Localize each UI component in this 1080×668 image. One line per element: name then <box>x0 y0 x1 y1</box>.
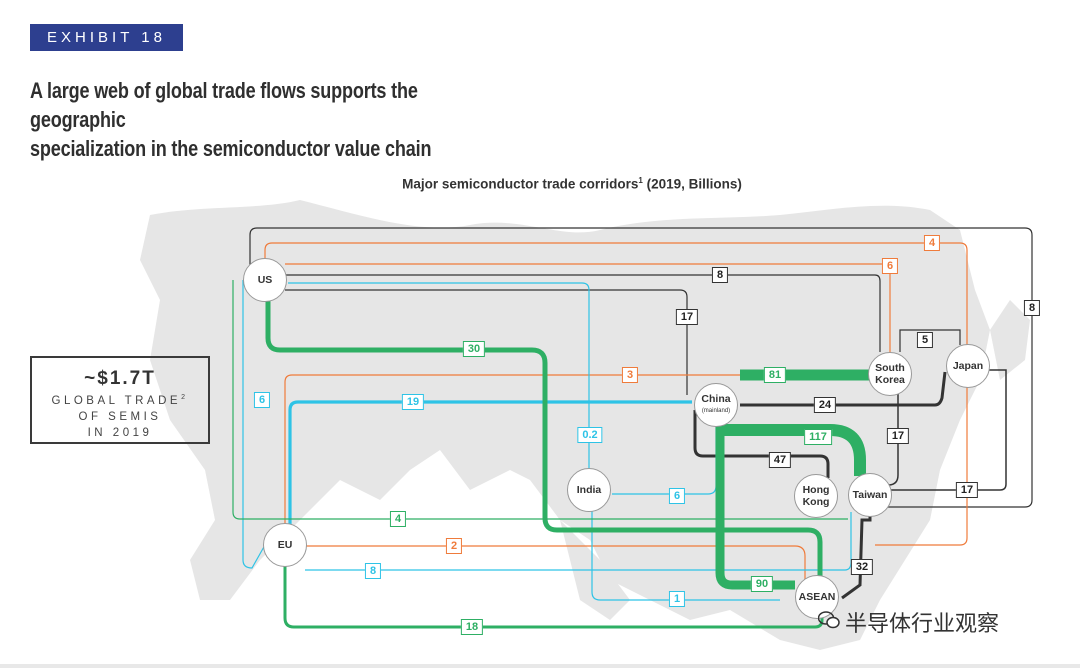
flow-label-eu-sk-orange: 3 <box>621 367 639 383</box>
node-sk-label-2: Korea <box>875 374 905 386</box>
flow-us-japan <box>249 227 1033 508</box>
node-japan-label: Japan <box>952 360 984 372</box>
flow-china-asean <box>715 425 795 590</box>
headline-line-1: A large web of global trade flows suppor… <box>30 78 418 132</box>
flow-label-us-china: 17 <box>675 309 699 325</box>
flow-label-india-china: 6 <box>668 488 686 504</box>
flow-us-asean-cyan <box>591 510 780 601</box>
flow-label-us-japan: 8 <box>1023 300 1041 316</box>
flow-label-us-asean: 30 <box>462 341 486 357</box>
flow-eu-japan-orange <box>264 242 968 546</box>
flow-sk-japan <box>899 329 961 352</box>
subtitle-footnote: 1 <box>638 176 643 185</box>
exhibit-label: EXHIBIT 18 <box>30 24 183 51</box>
node-japan: Japan <box>946 344 990 388</box>
flow-china-hk <box>693 410 830 478</box>
stat-footnote: 2 <box>181 394 189 401</box>
flow-label-eu-china: 19 <box>401 394 425 410</box>
headline-line-2: specialization in the semiconductor valu… <box>30 136 432 161</box>
node-india-label: India <box>576 484 602 496</box>
flow-label-eu-japan-orange: 4 <box>923 235 941 251</box>
flow-label-china-hk: 47 <box>768 452 792 468</box>
global-trade-stat-box: ~$1.7T GLOBAL TRADE2 OF SEMIS IN 2019 <box>30 356 210 444</box>
node-china: China (mainland) <box>694 383 738 427</box>
flow-us-china <box>285 289 688 395</box>
flow-japan-taiwan <box>890 369 1007 491</box>
subtitle-main: Major semiconductor trade corridors <box>402 176 639 192</box>
stat-line-1: GLOBAL TRADE2 <box>32 390 208 409</box>
flow-label-eu-asean-orange: 2 <box>445 538 463 554</box>
flow-china-japan <box>740 371 947 407</box>
flow-eu-sk-orange <box>284 374 870 540</box>
flow-label-china-taiwan: 117 <box>804 429 832 445</box>
flow-label-us-taiwan: 8 <box>711 267 729 283</box>
bottom-divider <box>0 664 1080 668</box>
node-eu-label: EU <box>277 539 293 551</box>
node-eu: EU <box>263 523 307 567</box>
flow-label-eu-taiwan-green: 4 <box>389 511 407 527</box>
subtitle-rest: (2019, Billions) <box>642 176 742 192</box>
flow-label-taiwan-asean: 32 <box>850 559 874 575</box>
stat-value: ~$1.7T <box>84 368 156 389</box>
flow-us-asean <box>265 300 823 580</box>
watermark-text: 半导体行业观察 <box>845 611 1000 636</box>
flow-label-eu-asean-green: 18 <box>460 619 484 635</box>
node-china-sublabel: (mainland) <box>701 408 731 414</box>
node-hk-label-2: Kong <box>802 496 830 508</box>
flow-label-china-japan: 24 <box>813 397 837 413</box>
chart-subtitle: Major semiconductor trade corridors1 (20… <box>0 176 1080 192</box>
flow-label-sk-japan: 5 <box>916 332 934 348</box>
stat-line-3: IN 2019 <box>87 426 153 439</box>
flow-eu-asean-orange <box>305 545 806 582</box>
flow-us-eu-cyan <box>242 280 266 569</box>
node-taiwan-label: Taiwan <box>852 489 888 501</box>
flow-eu-china <box>288 400 692 525</box>
flow-label-sk-taiwan: 17 <box>886 428 910 444</box>
node-us: US <box>243 258 287 302</box>
flow-label-china-asean: 90 <box>750 576 774 592</box>
black-corridors <box>249 227 1033 600</box>
flow-taiwan-asean <box>841 512 872 600</box>
flow-label-us-sk-orange: 6 <box>881 258 899 274</box>
stat-line-1-text: GLOBAL TRADE <box>51 394 182 407</box>
flow-label-us-asean-cyan: 1 <box>668 591 686 607</box>
headline: A large web of global trade flows suppor… <box>30 76 489 163</box>
node-asean-label: ASEAN <box>798 591 836 603</box>
node-asean: ASEAN <box>795 575 839 619</box>
flow-label-japan-taiwan: 17 <box>955 482 979 498</box>
flow-label-us-india: 0.2 <box>577 427 603 443</box>
flow-us-india <box>288 282 590 470</box>
flow-eu-taiwan-green <box>232 280 848 520</box>
flow-us-southkorea <box>285 274 881 352</box>
node-sk-label-1: South <box>875 362 905 374</box>
node-us-label: US <box>257 274 273 286</box>
node-hk-label-1: Hong <box>802 484 830 496</box>
wechat-icon <box>818 611 840 629</box>
node-india: India <box>567 468 611 512</box>
node-china-label: China <box>701 393 731 405</box>
flow-label-china-sk: 81 <box>763 367 787 383</box>
flow-label-eu-taiwan-cyan: 8 <box>364 563 382 579</box>
flow-label-us-eu: 6 <box>253 392 271 408</box>
stat-line-2: OF SEMIS <box>78 410 162 423</box>
node-taiwan: Taiwan <box>848 473 892 517</box>
